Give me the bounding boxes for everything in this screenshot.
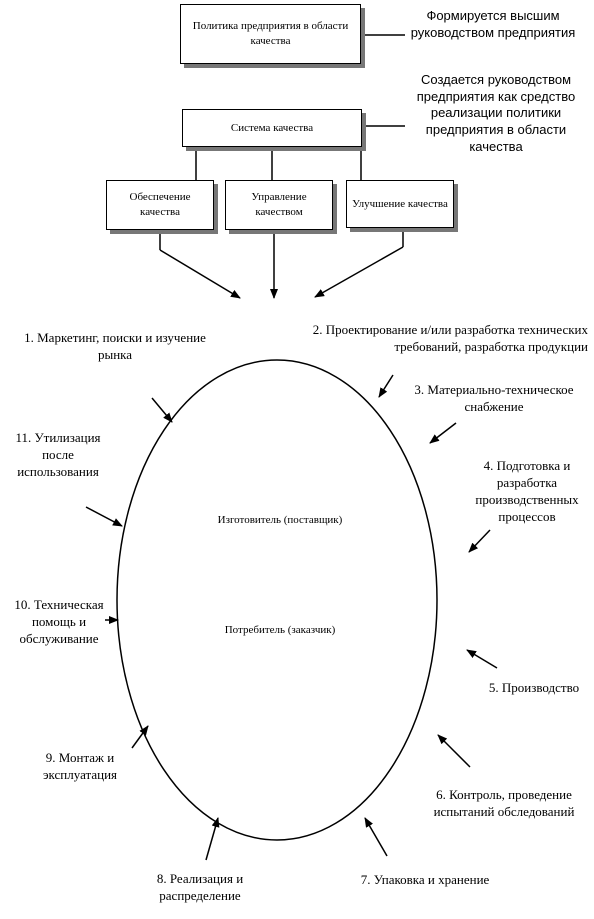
policy-box: Политика предприятия в области качества: [180, 4, 361, 64]
stage-8-label: 8. Реализация и распределение: [156, 871, 244, 903]
process-circle: [116, 359, 438, 841]
stage-1-label: 1. Маркетинг, поиски и изучение рынка: [24, 330, 206, 362]
subbox-assurance: Обеспечение качества: [106, 180, 214, 230]
subbox-improvement: Улучшение качества: [346, 180, 454, 228]
subbox-improvement-label: Улучшение качества: [352, 197, 448, 210]
subbox-management: Управление качеством: [225, 180, 333, 230]
stage-5-label: 5. Производство: [488, 680, 580, 695]
policy-box-label: Политика предприятия в области качества: [192, 20, 349, 47]
stage-10-label: 10. Техническая помощь и обслуживание: [14, 597, 104, 646]
system-box: Система качества: [182, 109, 362, 147]
stage-7-label: 7. Упаковка и хранение: [360, 872, 490, 887]
stage-11-label: 11. Утилизация после использования: [15, 430, 101, 479]
system-box-label: Система качества: [230, 121, 314, 134]
stage-2-label: 2. Проектирование и/или разработка техни…: [312, 322, 588, 354]
circle-label-consumer: Потребитель (заказчик): [224, 624, 336, 636]
subbox-management-label: Управление качеством: [251, 191, 307, 218]
stage-4-label: 4. Подготовка и разработка производствен…: [475, 458, 579, 524]
system-note: Создается руководством предприятия как с…: [416, 72, 576, 154]
subbox-assurance-label: Обеспечение качества: [129, 191, 191, 218]
stage-3-label: 3. Материально-техническое снабжение: [414, 382, 574, 414]
stage-9-label: 9. Монтаж и эксплуатация: [42, 750, 118, 782]
stage-6-label: 6. Контроль, проведение испытаний обслед…: [433, 787, 575, 819]
circle-label-manufacturer: Изготовитель (поставщик): [217, 514, 343, 526]
policy-note: Формируется высшим руководством предприя…: [410, 8, 576, 40]
